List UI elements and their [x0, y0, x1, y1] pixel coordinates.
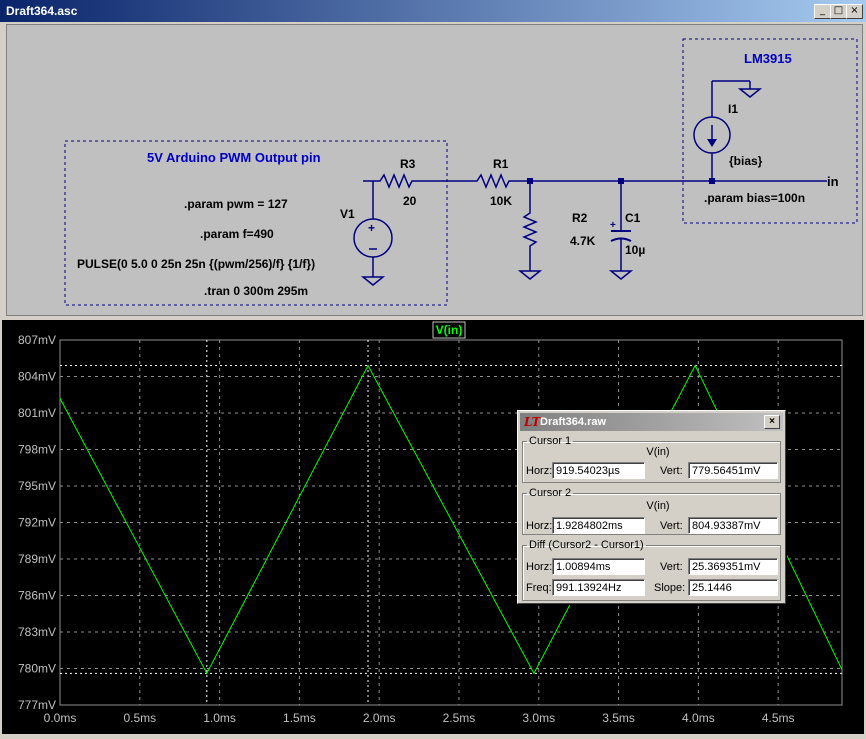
diff-slope-field[interactable]: 25.1446	[688, 579, 778, 596]
r2-ground-icon	[517, 270, 543, 280]
x-tick-label: 0.0ms	[44, 711, 77, 725]
cursor1-legend: Cursor 1	[529, 435, 572, 447]
cursor2-vert-field[interactable]: 804.93387mV	[688, 517, 778, 534]
cursor-readout-dialog[interactable]: LT Draft364.raw × Cursor 1 V(in) Horz: 9…	[517, 410, 786, 604]
x-tick-label: 1.5ms	[283, 711, 316, 725]
v1-plus: +	[368, 221, 375, 235]
c1-name: C1	[625, 211, 641, 225]
cursor2-legend: Cursor 2	[529, 487, 572, 499]
c1-ground-icon	[608, 270, 634, 280]
lm3915-box[interactable]	[682, 38, 858, 224]
pwm-source-box[interactable]	[64, 140, 448, 306]
v1-label: V1	[340, 207, 355, 221]
pulse-spec[interactable]: PULSE(0 5.0 0 25n 25n {(pwm/256)/f} {1/f…	[77, 257, 315, 271]
cursor1-horz-field[interactable]: 919.54023µs	[552, 462, 645, 479]
y-tick-label: 801mV	[18, 406, 56, 420]
dialog-close-button[interactable]: ×	[764, 415, 780, 429]
y-tick-label: 795mV	[18, 479, 56, 493]
net-in-label: in	[827, 174, 839, 189]
i1-name: I1	[728, 102, 738, 116]
r2-value: 4.7K	[570, 234, 596, 248]
r1-value: 10K	[490, 194, 512, 208]
schematic-pane[interactable]: 5V Arduino PWM Output pin .param pwm = 1…	[6, 24, 863, 316]
y-tick-label: 792mV	[18, 516, 56, 530]
tran-directive[interactable]: .tran 0 300m 295m	[204, 284, 308, 298]
x-tick-label: 2.0ms	[363, 711, 396, 725]
r3-value: 20	[403, 194, 417, 208]
dialog-title-bar[interactable]: LT Draft364.raw ×	[520, 413, 783, 431]
diff-freq-label: Freq:	[526, 582, 552, 594]
cursor2-horz-label: Horz:	[526, 520, 553, 532]
dialog-title: Draft364.raw	[540, 416, 607, 428]
x-tick-label: 4.0ms	[682, 711, 715, 725]
v1-ground-icon	[360, 276, 386, 286]
cursor1-vert-field[interactable]: 779.56451mV	[688, 462, 778, 479]
r3-resistor[interactable]	[373, 173, 457, 189]
diff-group: Diff (Cursor2 - Cursor1)	[522, 539, 781, 601]
x-tick-label: 3.0ms	[522, 711, 555, 725]
trace-name[interactable]: V(in)	[436, 323, 463, 337]
ltspice-icon: LT	[524, 415, 541, 429]
x-tick-label: 2.5ms	[443, 711, 476, 725]
r2-name: R2	[572, 211, 588, 225]
i1-arrow-icon	[707, 139, 717, 147]
cursor-lines[interactable]	[60, 340, 842, 705]
r2-resistor[interactable]	[522, 181, 538, 271]
y-tick-label: 780mV	[18, 662, 56, 676]
param-f[interactable]: .param f=490	[200, 227, 274, 241]
tick-labels: 807mV 804mV 801mV 798mV 795mV 792mV 789mV 786mV…	[18, 333, 795, 725]
lm3915-label: LM3915	[744, 51, 792, 66]
diff-vert-field[interactable]: 25.369351mV	[688, 558, 778, 575]
trace-name-box[interactable]	[432, 321, 466, 339]
close-button[interactable]: ×	[846, 4, 863, 19]
y-tick-label: 789mV	[18, 552, 56, 566]
y-tick-label: 783mV	[18, 625, 56, 639]
y-tick-label: 786mV	[18, 589, 56, 603]
diff-freq-field[interactable]: 991.13924Hz	[552, 579, 645, 596]
diff-horz-field[interactable]: 1.00894ms	[552, 558, 645, 575]
maximize-button[interactable]: □	[830, 4, 847, 19]
diff-legend: Diff (Cursor2 - Cursor1)	[529, 539, 644, 551]
c1-plate-bot[interactable]	[610, 237, 632, 242]
r3-name: R3	[400, 157, 416, 171]
y-tick-label: 798mV	[18, 443, 56, 457]
window-title-bar[interactable]: Draft364.asc _ □ ×	[0, 0, 866, 22]
y-tick-label: 807mV	[18, 333, 56, 347]
cursor1-group: Cursor 1	[522, 435, 781, 483]
cursor1-vert-label: Vert:	[660, 465, 683, 477]
x-tick-label: 1.0ms	[203, 711, 236, 725]
r1-resistor[interactable]	[457, 173, 529, 189]
cursor2-horz-field[interactable]: 1.9284802ms	[552, 517, 645, 534]
diff-horz-label: Horz:	[526, 561, 553, 573]
y-tick-label: 804mV	[18, 370, 56, 384]
c1-value: 10µ	[625, 243, 645, 257]
diff-vert-label: Vert:	[660, 561, 683, 573]
cursor2-vert-label: Vert:	[660, 520, 683, 532]
pwm-label: 5V Arduino PWM Output pin	[147, 150, 321, 165]
cursor2-trace: V(in)	[646, 500, 670, 512]
r1-name: R1	[493, 157, 509, 171]
i1-ground-icon	[737, 88, 763, 98]
x-tick-label: 3.5ms	[602, 711, 635, 725]
i1-value: {bias}	[729, 154, 763, 168]
param-pwm[interactable]: .param pwm = 127	[184, 197, 288, 211]
minimize-button[interactable]: _	[814, 4, 831, 19]
window-title: Draft364.asc	[6, 4, 78, 18]
bias-param[interactable]: .param bias=100n	[704, 191, 805, 205]
cursor1-horz-label: Horz:	[526, 465, 553, 477]
c1-plus: +	[610, 220, 616, 231]
diff-slope-label: Slope:	[654, 582, 686, 594]
pane-splitter[interactable]	[0, 316, 866, 320]
x-tick-label: 0.5ms	[123, 711, 156, 725]
cursor1-trace: V(in)	[646, 446, 670, 458]
y-tick-label: 777mV	[18, 698, 56, 712]
x-tick-label: 4.5ms	[762, 711, 795, 725]
cursor2-group: Cursor 2	[522, 487, 781, 535]
